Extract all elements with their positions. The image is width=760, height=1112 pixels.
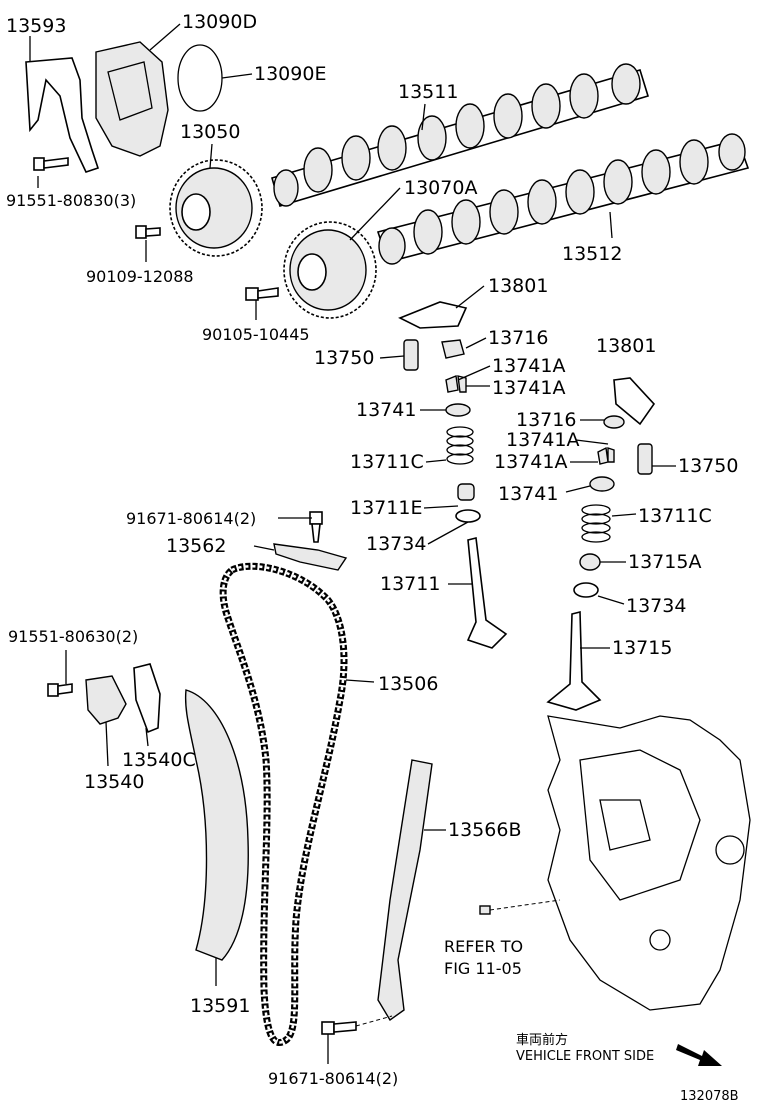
bolt-91671-80614-bottom: [321, 1021, 357, 1035]
label-13511: 13511: [398, 81, 458, 103]
label-13716-left: 13716: [488, 327, 548, 349]
label-13801-left: 13801: [488, 275, 548, 297]
label-13711C-right: 13711C: [638, 505, 712, 527]
bolt-90109-12088: [135, 225, 161, 239]
lash-adjuster-13750-right: [637, 443, 653, 475]
label-91671-80614-bottom: 91671-80614(2): [268, 1069, 398, 1088]
label-13090E: 13090E: [254, 63, 326, 85]
valve-13715: [546, 610, 602, 711]
chain-damper-13566B: [377, 759, 433, 1022]
washer-13734-right: [573, 582, 599, 598]
rocker-arm-13801-right: [613, 377, 656, 426]
label-91671-80614-top: 91671-80614(2): [126, 509, 256, 528]
bolt-91671-80614-top: [309, 511, 323, 543]
camshaft-13511: [271, 63, 650, 207]
label-13593: 13593: [6, 15, 66, 37]
label-91551-80830: 91551-80830(3): [6, 191, 136, 210]
label-13591: 13591: [190, 995, 250, 1017]
vvt-gear-13070A: [283, 221, 377, 319]
chain-guide-13562: [273, 543, 348, 571]
chain-slipper-13591: [184, 689, 249, 961]
valve-seal-13715A: [579, 553, 601, 571]
engine-block-outline: [547, 715, 751, 1011]
label-13050: 13050: [180, 121, 240, 143]
label-13716-right: 13716: [516, 409, 576, 431]
label-13750-right: 13750: [678, 455, 738, 477]
valve-13711: [466, 537, 508, 649]
valve-seal-13711E: [457, 483, 475, 501]
label-13741A-2: 13741A: [492, 377, 565, 399]
label-13090D: 13090D: [182, 11, 257, 33]
label-13562: 13562: [166, 535, 226, 557]
cover-plate-13593: [25, 57, 100, 173]
valve-cap-13716-right: [603, 415, 625, 429]
label-90105-10445: 90105-10445: [202, 325, 310, 344]
label-13715: 13715: [612, 637, 672, 659]
valve-cap-13716-left: [441, 339, 465, 359]
label-13506: 13506: [378, 673, 438, 695]
gasket-13540C: [133, 663, 161, 734]
washer-13734-left: [455, 509, 481, 523]
part-labels: 13593 13090D 13090E 13511 13050 91551-80…: [6, 11, 739, 1104]
bolt-91551-80630: [47, 683, 73, 697]
leader-lines: [29, 23, 676, 1064]
front-side-en: VEHICLE FRONT SIDE: [516, 1049, 654, 1064]
label-13741A-4: 13741A: [494, 451, 567, 473]
label-13711C-left: 13711C: [350, 451, 424, 473]
label-13540C: 13540C: [122, 749, 196, 771]
label-13750-left: 13750: [314, 347, 374, 369]
valve-spring-13711C-left: [446, 426, 474, 465]
front-side-jp: 車両前方: [516, 1032, 568, 1048]
label-13070A: 13070A: [404, 177, 477, 199]
lash-adjuster-13750-left: [403, 339, 419, 371]
front-arrow-icon: [676, 1044, 722, 1066]
camshaft-13512: [376, 133, 750, 265]
rocker-arm-13801-left: [398, 301, 468, 329]
label-13512: 13512: [562, 243, 622, 265]
keeper-13741A-right: [597, 446, 615, 465]
cam-cover-13090D: [95, 41, 169, 157]
label-13734-left: 13734: [366, 533, 426, 555]
o-ring-13090E: [177, 44, 223, 112]
bolt-90105-10445: [245, 287, 279, 301]
label-13741A-3: 13741A: [506, 429, 579, 451]
label-13711: 13711: [380, 573, 440, 595]
refer-note-line-1: REFER TO: [444, 937, 523, 956]
label-13734-right: 13734: [626, 595, 686, 617]
vvt-gear-13050: [169, 159, 263, 257]
label-13711E: 13711E: [350, 497, 422, 519]
timing-chain-13506: [219, 562, 348, 1046]
retainer-13741-right: [589, 476, 615, 492]
label-13741A-1: 13741A: [492, 355, 565, 377]
label-13540: 13540: [84, 771, 144, 793]
chain-tensioner-13540: [85, 675, 127, 725]
label-13566B: 13566B: [448, 819, 521, 841]
bolt-91551-80830: [33, 157, 69, 171]
label-13715A: 13715A: [628, 551, 701, 573]
label-90109-12088: 90109-12088: [86, 267, 194, 286]
label-13801-right: 13801: [596, 335, 656, 357]
valve-spring-13711C-right: [581, 504, 611, 543]
figure-id: 132078B: [680, 1089, 739, 1104]
retainer-13741-left: [445, 403, 471, 417]
label-13741-left: 13741: [356, 399, 416, 421]
label-91551-80630: 91551-80630(2): [8, 627, 138, 646]
label-13741-right: 13741: [498, 483, 558, 505]
refer-note-line-2: FIG 11-05: [444, 959, 522, 978]
